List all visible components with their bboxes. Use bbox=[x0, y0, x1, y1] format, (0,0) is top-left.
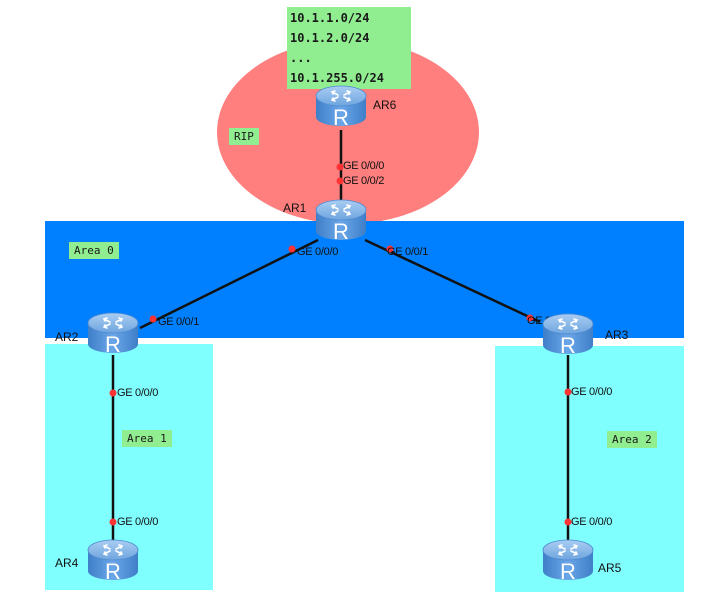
zone-label-area0: Area 0 bbox=[69, 242, 119, 259]
rip-prefix-list: 10.1.1.0/24 10.1.2.0/24 ... 10.1.255.0/2… bbox=[287, 7, 411, 89]
router-label-ar5: AR5 bbox=[598, 561, 622, 575]
port-ar1-ge000[interactable] bbox=[288, 245, 296, 253]
router-label-ar1: AR1 bbox=[283, 201, 307, 215]
port-ar2-ge000[interactable] bbox=[109, 389, 117, 397]
if-label-ar3-down: GE 0/0/0 bbox=[571, 386, 613, 398]
router-label-ar2: AR2 bbox=[55, 330, 79, 344]
prefix-item: 10.1.2.0/24 bbox=[290, 31, 370, 45]
if-label-ar1-up: GE 0/0/2 bbox=[343, 175, 385, 187]
port-ar3-ge001[interactable] bbox=[526, 314, 534, 322]
port-ar2-ge001[interactable] bbox=[149, 315, 157, 323]
port-ar4-ge000[interactable] bbox=[109, 518, 117, 526]
port-ar5-ge000[interactable] bbox=[564, 518, 572, 526]
if-label-ar5: GE 0/0/0 bbox=[571, 516, 613, 528]
port-ar1-ge002[interactable] bbox=[336, 177, 344, 185]
if-label-ar4: GE 0/0/0 bbox=[117, 516, 159, 528]
router-icon[interactable] bbox=[85, 310, 141, 356]
port-ar6-ge000[interactable] bbox=[336, 163, 344, 171]
link-ar1-ar3[interactable] bbox=[364, 238, 541, 324]
if-label-ar2-up: GE 0/0/1 bbox=[158, 316, 200, 328]
if-label-ar6: GE 0/0/0 bbox=[343, 160, 385, 172]
router-icon[interactable] bbox=[85, 537, 141, 583]
router-label-ar4: AR4 bbox=[55, 556, 79, 570]
if-label-ar1-left: GE 0/0/0 bbox=[297, 246, 339, 258]
router-icon[interactable] bbox=[540, 537, 596, 583]
prefix-item: 10.1.255.0/24 bbox=[290, 71, 384, 85]
zone-label-area2: Area 2 bbox=[607, 431, 657, 448]
router-label-ar6: AR6 bbox=[373, 98, 397, 112]
zone-label-area1: Area 1 bbox=[122, 430, 172, 447]
prefix-item: 10.1.1.0/24 bbox=[290, 11, 370, 25]
port-ar1-ge001[interactable] bbox=[386, 245, 394, 253]
link-ar1-ar2[interactable] bbox=[139, 238, 319, 330]
if-label-ar2-down: GE 0/0/0 bbox=[117, 387, 159, 399]
router-label-ar3: AR3 bbox=[605, 328, 629, 342]
prefix-ellipsis: ... bbox=[290, 51, 312, 65]
zone-label-rip: RIP bbox=[229, 128, 259, 145]
port-ar3-ge000[interactable] bbox=[564, 388, 572, 396]
router-icon[interactable] bbox=[313, 197, 369, 243]
if-label-ar1-right: GE 0/0/1 bbox=[387, 246, 429, 258]
router-icon[interactable] bbox=[313, 83, 369, 129]
router-icon[interactable] bbox=[540, 311, 596, 357]
